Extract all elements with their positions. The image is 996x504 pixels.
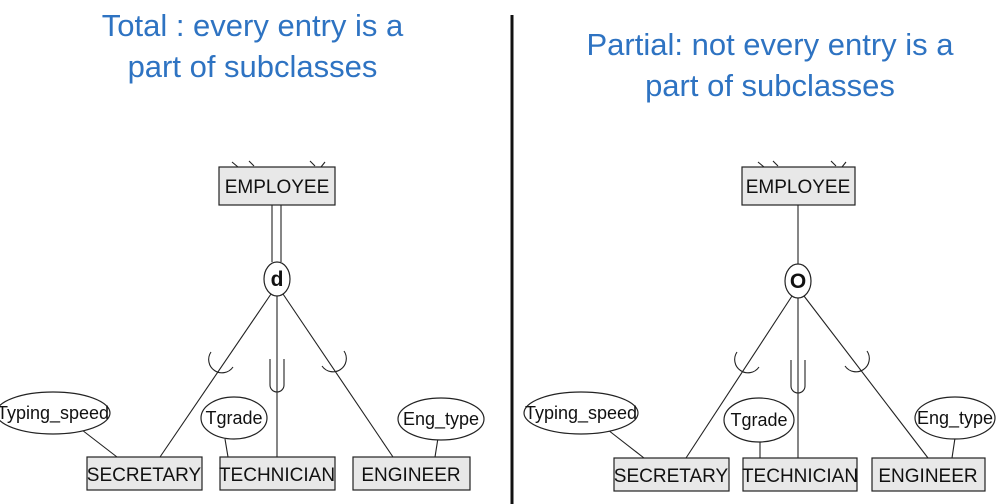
engineer-entity: ENGINEER bbox=[352, 456, 471, 491]
partial-overlap-diagram: EMPLOYEE O Typing_speed Tgrade Eng_type bbox=[523, 160, 996, 492]
subset-symbol-secretary bbox=[208, 351, 234, 374]
engineer-label-right: ENGINEER bbox=[878, 466, 977, 487]
subset-symbol-technician bbox=[269, 359, 285, 393]
technician-label-right: TECHNICIAN bbox=[742, 466, 858, 487]
left-title-line-1: Total : every entry is a bbox=[101, 8, 404, 43]
tgrade-label-right: Tgrade bbox=[730, 410, 787, 430]
secretary-label-right: SECRETARY bbox=[614, 466, 729, 487]
superclass-tick-marks bbox=[231, 160, 326, 168]
technician-entity: TECHNICIAN bbox=[219, 456, 336, 491]
total-specialization-title: Total : every entry is a part of subclas… bbox=[30, 5, 475, 87]
subset-symbol-technician-right bbox=[790, 360, 806, 394]
overlap-symbol: O bbox=[790, 270, 806, 293]
typing-speed-label-right: Typing_speed bbox=[525, 403, 637, 424]
line-to-secretary-right bbox=[685, 295, 793, 459]
engineer-label: ENGINEER bbox=[361, 465, 460, 486]
eng-type-connector-right bbox=[951, 437, 956, 459]
secretary-entity-right: SECRETARY bbox=[613, 457, 730, 492]
typing-speed-attribute: Typing_speed bbox=[0, 391, 111, 435]
subset-symbol-secretary-right bbox=[734, 351, 760, 374]
eng-type-label-right: Eng_type bbox=[917, 408, 993, 429]
eng-type-connector bbox=[434, 437, 439, 458]
typing-speed-connector bbox=[81, 429, 118, 458]
line-to-engineer bbox=[282, 293, 394, 458]
tgrade-attribute-right: Tgrade bbox=[723, 397, 795, 443]
typing-speed-label: Typing_speed bbox=[0, 403, 109, 424]
secretary-label: SECRETARY bbox=[87, 465, 202, 486]
technician-label: TECHNICIAN bbox=[219, 465, 335, 486]
typing-speed-connector-right bbox=[607, 429, 645, 459]
secretary-entity: SECRETARY bbox=[86, 456, 203, 491]
eng-type-attribute-right: Eng_type bbox=[914, 396, 996, 440]
tgrade-label: Tgrade bbox=[205, 408, 262, 428]
tgrade-attribute: Tgrade bbox=[200, 396, 268, 440]
typing-speed-attribute-right: Typing_speed bbox=[523, 391, 639, 435]
line-to-engineer-right bbox=[803, 295, 929, 459]
employee-label-right: EMPLOYEE bbox=[746, 177, 851, 198]
employee-entity-right: EMPLOYEE bbox=[741, 166, 856, 206]
eng-type-attribute: Eng_type bbox=[397, 397, 485, 441]
disjoint-circle: d bbox=[263, 261, 291, 297]
total-disjoint-diagram: EMPLOYEE d Typing_speed Tgrade bbox=[0, 160, 485, 491]
overlap-circle: O bbox=[784, 263, 812, 299]
disjoint-symbol: d bbox=[271, 268, 284, 291]
eng-type-label: Eng_type bbox=[403, 409, 479, 430]
employee-entity: EMPLOYEE bbox=[218, 166, 336, 206]
subset-symbol-engineer bbox=[321, 350, 347, 373]
partial-specialization-title: Partial: not every entry is a part of su… bbox=[530, 24, 996, 106]
subset-symbol-engineer-right bbox=[844, 350, 870, 373]
employee-label: EMPLOYEE bbox=[225, 177, 330, 198]
superclass-tick-marks-right bbox=[757, 160, 847, 168]
line-to-secretary bbox=[159, 293, 272, 458]
right-title-line-1: Partial: not every entry is a bbox=[586, 27, 954, 62]
left-title-line-2: part of subclasses bbox=[127, 49, 378, 84]
right-title-line-2: part of subclasses bbox=[645, 68, 895, 103]
technician-entity-right: TECHNICIAN bbox=[742, 457, 858, 492]
engineer-entity-right: ENGINEER bbox=[871, 457, 986, 492]
tgrade-connector bbox=[224, 438, 229, 458]
